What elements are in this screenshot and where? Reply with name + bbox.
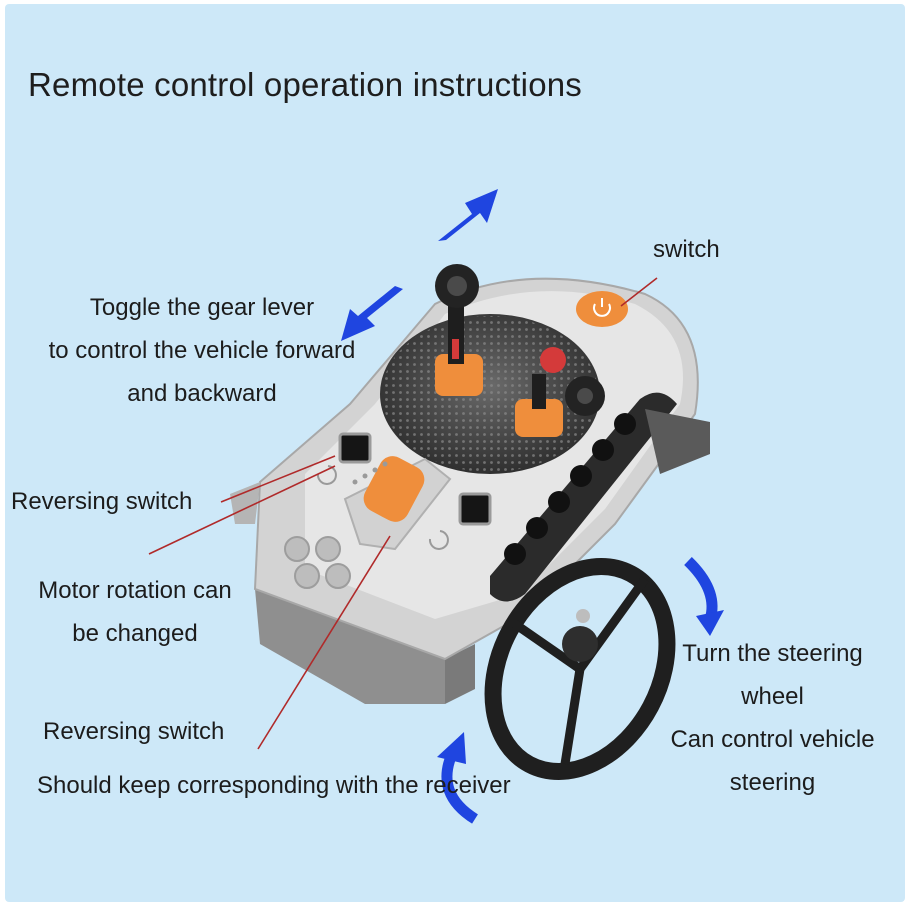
page-title: Remote control operation instructions (28, 66, 582, 104)
reversing-switch-right[interactable] (460, 494, 490, 524)
instruction-panel: Remote control operation instructions sw… (5, 4, 905, 902)
power-switch[interactable] (576, 291, 628, 327)
gear-lever-label-line1: Toggle the gear lever (19, 286, 385, 329)
gear-lever-label-line3: and backward (19, 372, 385, 415)
steering-label-line4: steering (645, 761, 900, 804)
motor-rotation-label-line2: be changed (15, 612, 255, 655)
rotate-arrow-icon (688, 561, 712, 616)
red-axle-hub (540, 347, 566, 373)
reversing-switch-label-left: Reversing switch (11, 480, 192, 523)
steering-label-line1: Turn the steering (645, 632, 900, 675)
reversing-switch-label-bottom: Reversing switch (43, 710, 224, 753)
rotate-arrow-head-icon (437, 732, 466, 764)
gear-lever-knob[interactable] (435, 264, 479, 308)
axle-connector (565, 376, 605, 416)
steering-label-line3: Can control vehicle (645, 718, 900, 761)
motor-rotation-label-line1: Motor rotation can (15, 569, 255, 612)
keep-corresponding-label: Should keep corresponding with the recei… (37, 764, 511, 807)
gear-lever-stripe (452, 339, 459, 359)
switch-label: switch (653, 228, 720, 271)
direction-arrow-icon (438, 189, 498, 241)
steering-axle-shaft (532, 374, 546, 409)
steering-label-line2: wheel (645, 675, 900, 718)
gear-lever-label-line2: to control the vehicle forward (19, 329, 385, 372)
reversing-switch-left[interactable] (340, 434, 370, 462)
